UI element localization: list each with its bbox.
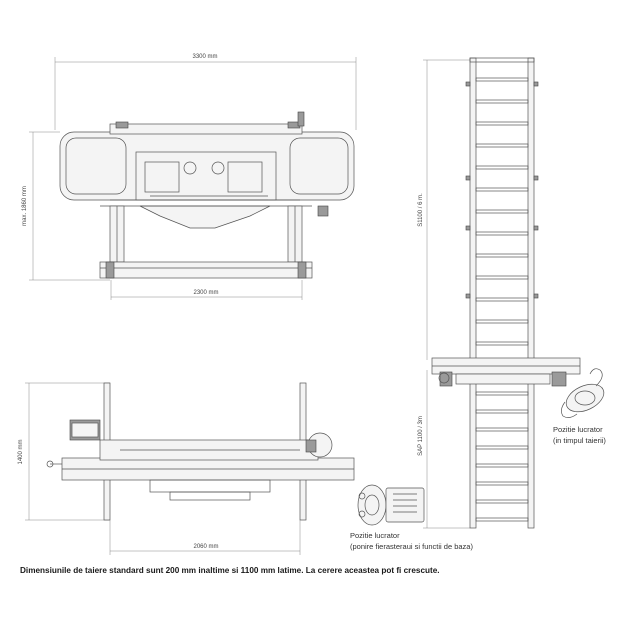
operator-start-label-1: Pozitie lucrator [350,531,400,540]
dim-base-width: 2300 mm [193,290,218,296]
dim-plan-width: 2060 mm [193,544,218,550]
operator-cutting-label-1: Pozitie lucrator [553,425,603,434]
dim-rail-sap: SAP 1100 / 3m [418,416,424,456]
rail-left-side [469,57,477,529]
operator-cutting-figure [561,368,605,418]
dim-top-width: 3300 mm [192,54,217,60]
dim-plan-depth: 1400 mm [18,439,24,464]
operator-cutting-label-2: (in timpul taierii) [553,436,606,445]
rail-rungs-upper [475,77,529,346]
base-rail [99,261,313,279]
operator-start-figure [357,484,425,526]
dim-rail-total: S1100 / 6 m. [418,193,424,227]
caption: Dimensiunile de taiere standard sunt 200… [20,566,440,575]
dim-max-height: max. 1860 mm [22,186,28,226]
rail-right-side [527,57,535,529]
front-view: 3300 mm max. 1860 mm [22,54,357,300]
operator-start-label-2: (ponire fierasteraui si functii de baza) [350,542,473,551]
plan-view: 1400 mm 2060 mm [18,382,355,555]
rail-rungs-lower [475,391,529,522]
rail-top-view: S1100 / 6 m. SAP 1100 / 3m [418,57,581,529]
